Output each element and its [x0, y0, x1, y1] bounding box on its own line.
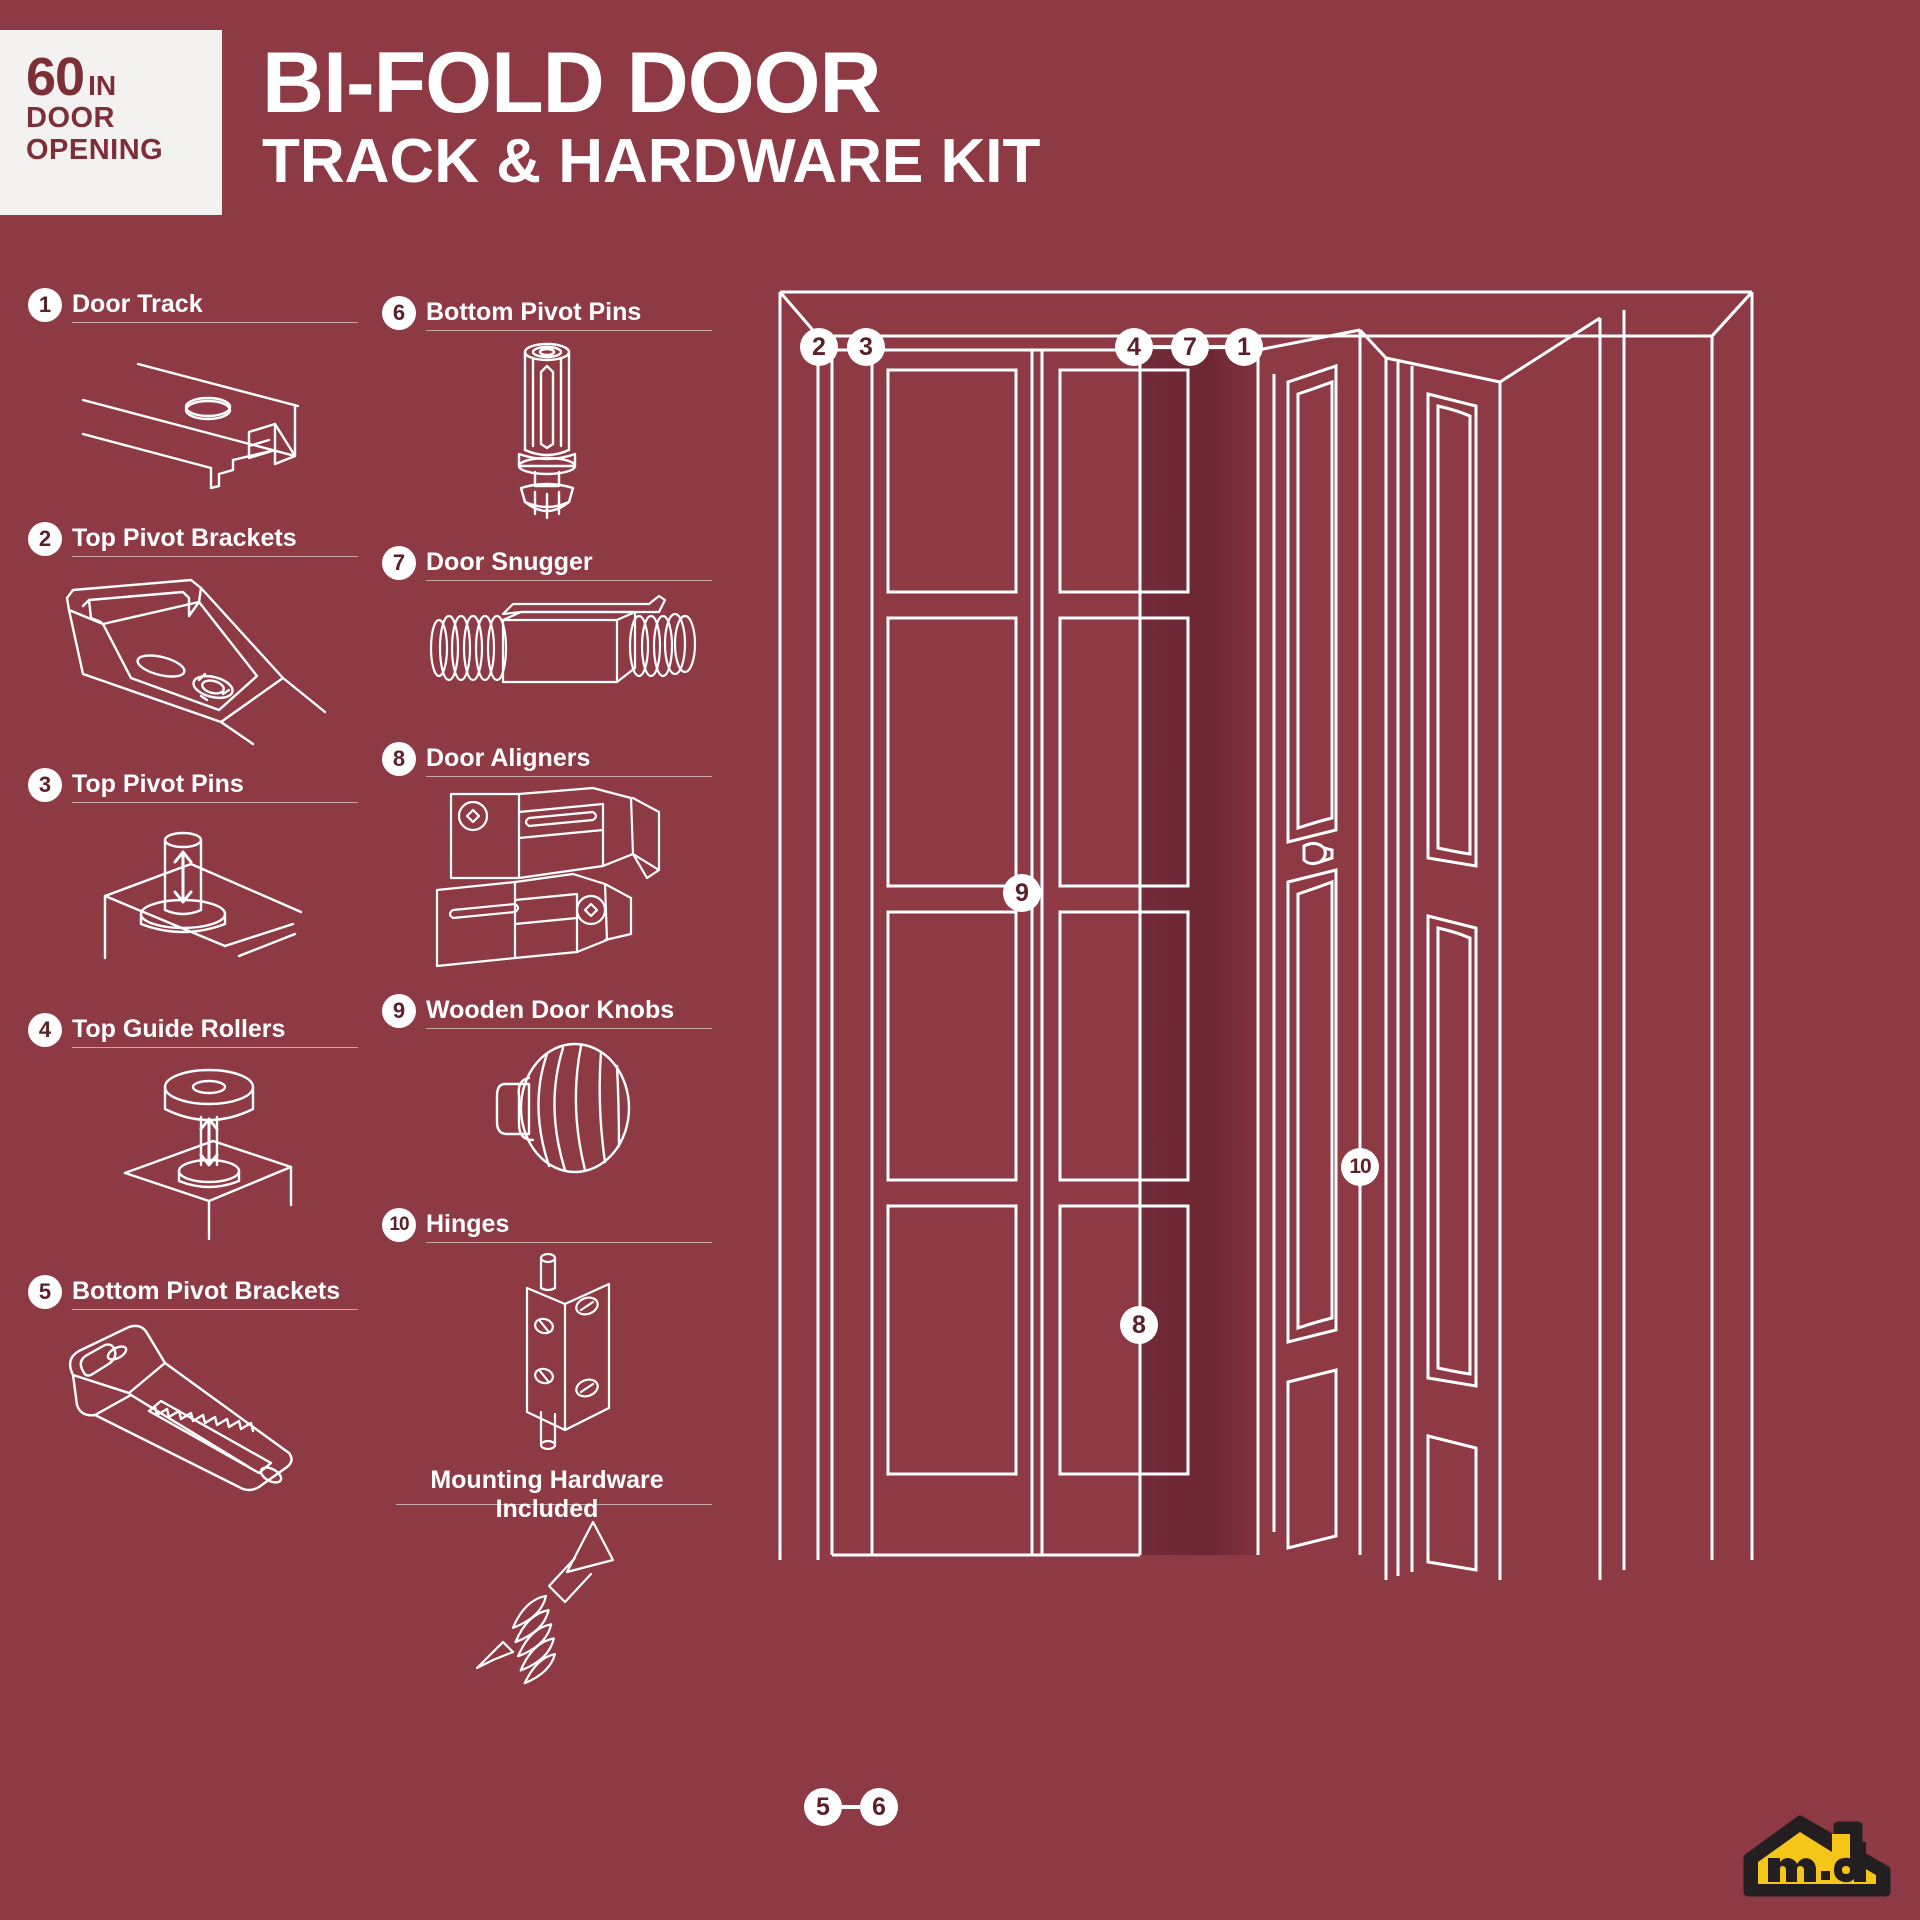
- part-number-badge: 1: [28, 288, 62, 322]
- part-item-door-snugger: 7 Door Snugger: [382, 546, 712, 716]
- top-pivot-pin-icon: [28, 808, 358, 993]
- part-item-top-pivot-brackets: 2 Top Pivot Brackets: [28, 522, 358, 746]
- callout-7[interactable]: 7: [1171, 328, 1209, 366]
- part-item-door-track: 1 Door Track: [28, 288, 358, 518]
- part-header: 6 Bottom Pivot Pins: [382, 296, 712, 336]
- md-brand-logo: [1742, 1812, 1892, 1898]
- badge-line-door: DOOR: [26, 102, 115, 135]
- screw-icon: [382, 1510, 712, 1690]
- callout-2[interactable]: 2: [800, 328, 838, 366]
- part-header: 4 Top Guide Rollers: [28, 1013, 358, 1053]
- part-label: Door Aligners: [426, 744, 591, 772]
- bottom-pivot-bracket-icon: [28, 1315, 358, 1505]
- part-number-badge: 2: [28, 522, 62, 556]
- part-label: Wooden Door Knobs: [426, 996, 675, 1024]
- part-rule: [72, 556, 358, 557]
- badge-line-opening: OPENING: [26, 133, 164, 166]
- mounting-hardware-block: Mounting Hardware Included: [382, 1466, 712, 1690]
- page-subtitle: TRACK & HARDWARE KIT: [262, 126, 1041, 196]
- part-label: Bottom Pivot Brackets: [72, 1277, 341, 1305]
- page-title: BI-FOLD DOOR: [262, 35, 882, 131]
- part-header: 2 Top Pivot Brackets: [28, 522, 358, 562]
- part-rule: [72, 322, 358, 323]
- door-track-icon: [28, 328, 358, 518]
- part-rule: [426, 1242, 712, 1243]
- callout-link-4-7: [1153, 345, 1171, 349]
- part-item-top-pivot-pins: 3 Top Pivot Pins: [28, 768, 358, 993]
- callout-6[interactable]: 6: [860, 1788, 898, 1826]
- part-number-badge: 4: [28, 1013, 62, 1047]
- part-number-badge: 10: [382, 1208, 416, 1242]
- part-number-badge: 7: [382, 546, 416, 580]
- door-snugger-icon: [382, 586, 712, 716]
- callout-1[interactable]: 1: [1225, 328, 1263, 366]
- door-aligner-icon: [382, 782, 712, 972]
- callout-link-7-1: [1209, 345, 1225, 349]
- part-item-bottom-pivot-pins: 6 Bottom Pivot Pins: [382, 296, 712, 536]
- part-header: 5 Bottom Pivot Brackets: [28, 1275, 358, 1315]
- part-header: 1 Door Track: [28, 288, 358, 328]
- header-title-block: BI-FOLD DOOR TRACK & HARDWARE KIT: [262, 35, 1041, 196]
- hinge-icon: [382, 1248, 712, 1451]
- mounting-label: Mounting Hardware Included: [430, 1466, 664, 1523]
- part-label: Top Pivot Brackets: [72, 524, 297, 552]
- callout-3[interactable]: 3: [847, 328, 885, 366]
- top-guide-roller-icon: [28, 1053, 358, 1243]
- part-number-badge: 5: [28, 1275, 62, 1309]
- part-rule: [426, 776, 712, 777]
- part-number-badge: 3: [28, 768, 62, 802]
- part-item-wooden-door-knobs: 9 Wooden Door Knobs: [382, 994, 712, 1184]
- part-rule: [72, 802, 358, 803]
- badge-size-unit: IN: [88, 70, 117, 101]
- part-number-badge: 8: [382, 742, 416, 776]
- part-item-top-guide-rollers: 4 Top Guide Rollers: [28, 1013, 358, 1243]
- part-rule: [72, 1047, 358, 1048]
- callout-10[interactable]: 10: [1341, 1148, 1379, 1186]
- part-label: Bottom Pivot Pins: [426, 298, 642, 326]
- part-label: Door Track: [72, 290, 203, 318]
- mounting-rule: [396, 1504, 712, 1505]
- callout-9[interactable]: 9: [1003, 874, 1041, 912]
- part-label: Top Guide Rollers: [72, 1015, 286, 1043]
- badge-size-value: 60: [26, 47, 85, 107]
- callout-link-5-6: [842, 1805, 860, 1809]
- part-rule: [426, 1028, 712, 1029]
- part-header: 9 Wooden Door Knobs: [382, 994, 712, 1034]
- part-rule: [426, 330, 712, 331]
- parts-column-middle: 6 Bottom Pivot Pins: [382, 296, 712, 1690]
- part-header: 8 Door Aligners: [382, 742, 712, 782]
- bifold-door-diagram: [740, 270, 1900, 1650]
- part-header: 10 Hinges: [382, 1208, 712, 1248]
- bottom-pivot-pin-icon: [382, 336, 712, 536]
- part-item-door-aligners: 8 Door Aligners: [382, 742, 712, 972]
- callout-4[interactable]: 4: [1115, 328, 1153, 366]
- wooden-door-knob-icon: [382, 1034, 712, 1184]
- part-header: 3 Top Pivot Pins: [28, 768, 358, 808]
- part-rule: [426, 580, 712, 581]
- callout-5[interactable]: 5: [804, 1788, 842, 1826]
- part-header: 7 Door Snugger: [382, 546, 712, 586]
- part-rule: [72, 1309, 358, 1310]
- part-item-hinges: 10 Hinges: [382, 1208, 712, 1451]
- top-pivot-bracket-icon: [28, 562, 358, 746]
- part-label: Door Snugger: [426, 548, 593, 576]
- part-number-badge: 9: [382, 994, 416, 1028]
- part-number-badge: 6: [382, 296, 416, 330]
- mounting-header: Mounting Hardware Included: [382, 1466, 712, 1523]
- callout-8[interactable]: 8: [1120, 1306, 1158, 1344]
- part-label: Top Pivot Pins: [72, 770, 244, 798]
- part-item-bottom-pivot-brackets: 5 Bottom Pivot Brackets: [28, 1275, 358, 1505]
- part-label: Hinges: [426, 1210, 510, 1238]
- parts-column-left: 1 Door Track: [28, 288, 358, 1505]
